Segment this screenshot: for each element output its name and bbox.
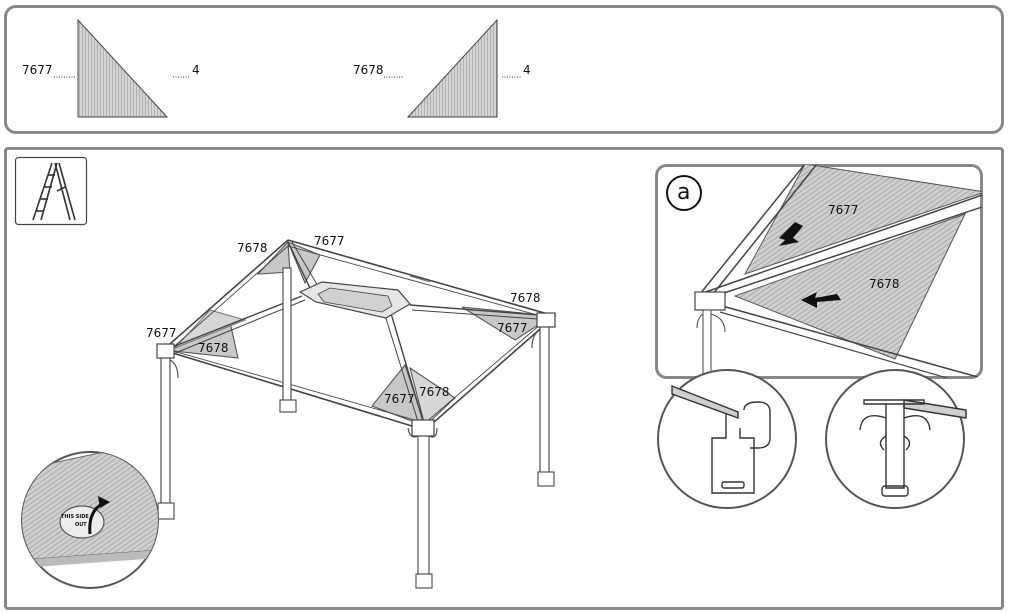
gazebo-label: 7677 [384, 392, 415, 406]
film-label-line1: THIS SIDE [61, 514, 89, 520]
detail-a-label-7677: 7677 [828, 203, 859, 217]
detail-a-panel [655, 164, 983, 379]
profile-detail-left [657, 369, 797, 509]
part-quantity-7677: 4 [192, 63, 200, 77]
film-label-line2: OUT [75, 522, 87, 528]
gazebo-label: 7678 [198, 341, 229, 355]
part-7677-triangle [54, 18, 521, 118]
gazebo-label: 7678 [237, 241, 268, 255]
profile-detail-right [825, 369, 967, 509]
detail-a-label-7678: 7678 [869, 277, 900, 291]
gazebo-label: 7678 [510, 291, 541, 305]
parts-panel [4, 5, 1004, 134]
part-number-7677: 7677 [22, 63, 53, 77]
film-peel-detail [21, 451, 159, 589]
gazebo-label: 7677 [497, 321, 528, 335]
gazebo-label: 7677 [314, 234, 345, 248]
ladder-icon [14, 156, 88, 226]
gazebo-label: 7677 [146, 326, 177, 340]
detail-a-badge: a [677, 180, 691, 205]
part-quantity-7678: 4 [523, 63, 531, 77]
part-number-7678: 7678 [353, 63, 384, 77]
gazebo-label: 7678 [419, 385, 450, 399]
